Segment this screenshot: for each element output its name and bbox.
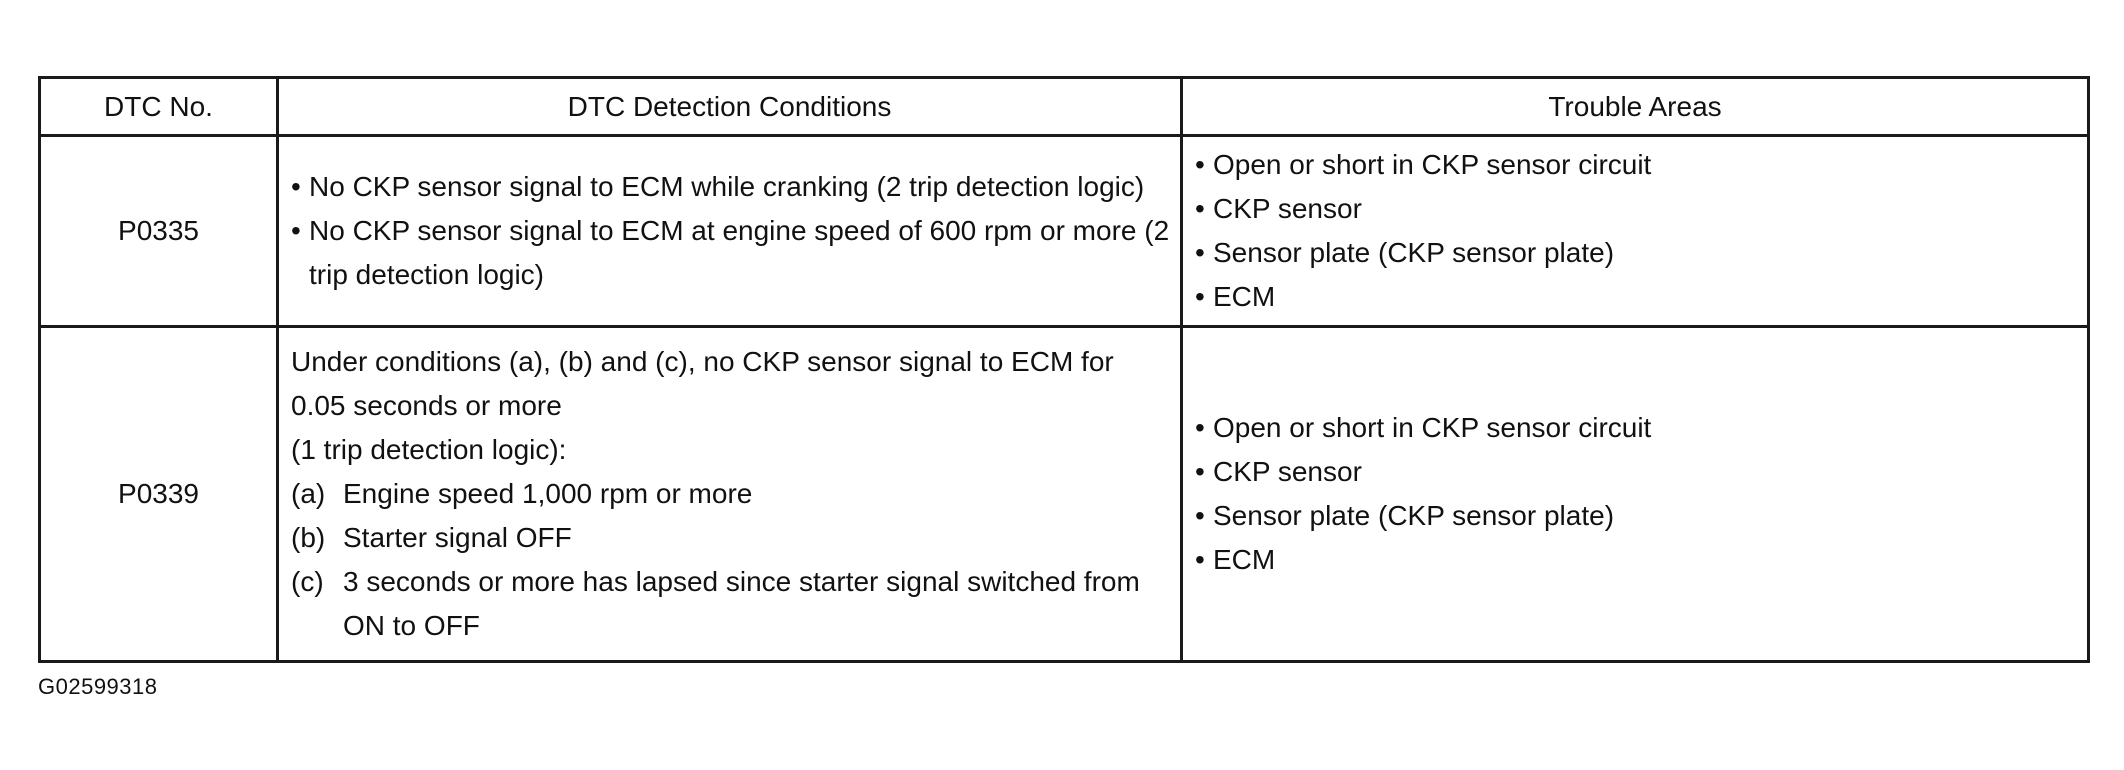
trouble-area-item: ECM: [1195, 275, 2077, 319]
condition-item: (c) 3 seconds or more has lapsed since st…: [291, 560, 1170, 648]
condition-item: No CKP sensor signal to ECM at engine sp…: [291, 209, 1170, 297]
condition-letter: (a): [291, 478, 326, 509]
detection-conditions-cell: Under conditions (a), (b) and (c), no CK…: [276, 325, 1183, 663]
trouble-areas-list: Open or short in CKP sensor circuit CKP …: [1195, 143, 2077, 319]
trouble-areas-cell: Open or short in CKP sensor circuit CKP …: [1180, 134, 2090, 328]
header-trouble-areas: Trouble Areas: [1180, 76, 2090, 137]
trouble-area-item: Open or short in CKP sensor circuit: [1195, 406, 2077, 450]
condition-text: Starter signal OFF: [343, 522, 572, 553]
trouble-area-item: CKP sensor: [1195, 450, 2077, 494]
dtc-code: P0339: [38, 325, 279, 663]
condition-intro-line: (1 trip detection logic):: [291, 434, 567, 465]
conditions-list: No CKP sensor signal to ECM while cranki…: [291, 165, 1170, 297]
condition-item: (b) Starter signal OFF: [291, 516, 1170, 560]
condition-intro-line: Under conditions (a), (b) and (c), no CK…: [291, 346, 1114, 421]
table-row: P0335 No CKP sensor signal to ECM while …: [38, 134, 2090, 328]
conditions-intro: Under conditions (a), (b) and (c), no CK…: [291, 340, 1170, 472]
detection-conditions-cell: No CKP sensor signal to ECM while cranki…: [276, 134, 1183, 328]
header-dtc-no: DTC No.: [38, 76, 279, 137]
condition-text: Engine speed 1,000 rpm or more: [343, 478, 753, 509]
trouble-area-item: ECM: [1195, 538, 2077, 582]
condition-letter: (b): [291, 522, 326, 553]
table-header-row: DTC No. DTC Detection Conditions Trouble…: [38, 76, 2090, 137]
table-row: P0339 Under conditions (a), (b) and (c),…: [38, 325, 2090, 663]
condition-item: No CKP sensor signal to ECM while cranki…: [291, 165, 1170, 209]
header-detection-conditions: DTC Detection Conditions: [276, 76, 1183, 137]
trouble-areas-list: Open or short in CKP sensor circuit CKP …: [1195, 406, 2077, 582]
condition-letter: (c): [291, 566, 324, 597]
trouble-area-item: Sensor plate (CKP sensor plate): [1195, 231, 2077, 275]
trouble-area-item: CKP sensor: [1195, 187, 2077, 231]
figure-id: G02599318: [38, 674, 158, 699]
dtc-table: DTC No. DTC Detection Conditions Trouble…: [38, 76, 2090, 663]
conditions-list: (a) Engine speed 1,000 rpm or more (b) Sta…: [291, 472, 1170, 648]
trouble-areas-cell: Open or short in CKP sensor circuit CKP …: [1180, 325, 2090, 663]
trouble-area-item: Open or short in CKP sensor circuit: [1195, 143, 2077, 187]
condition-text: 3 seconds or more has lapsed since start…: [343, 566, 1140, 641]
condition-item: (a) Engine speed 1,000 rpm or more: [291, 472, 1170, 516]
dtc-code: P0335: [38, 134, 279, 328]
trouble-area-item: Sensor plate (CKP sensor plate): [1195, 494, 2077, 538]
